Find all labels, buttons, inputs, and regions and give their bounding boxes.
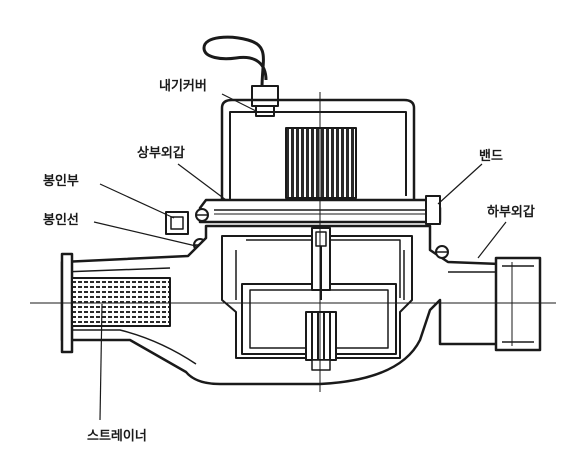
cable-connector <box>251 85 279 107</box>
leader-band <box>437 163 483 205</box>
signal-cable <box>202 35 268 89</box>
leader-lower-case <box>477 221 507 259</box>
band-ring <box>425 195 441 225</box>
label-inner-cover: 내기커버 <box>158 79 208 94</box>
leader-strainer <box>99 303 103 421</box>
leader-seal-wire <box>93 221 197 247</box>
label-strainer: 스트레이너 <box>86 429 148 444</box>
label-upper-case: 상부외갑 <box>136 146 186 161</box>
label-band: 밴드 <box>478 149 504 164</box>
impeller <box>305 311 337 361</box>
leader-seal-cap <box>99 183 175 219</box>
leader-upper-case <box>177 163 227 201</box>
strainer-body <box>71 277 171 327</box>
outlet-union-nut <box>494 256 542 352</box>
inner-cover-inner-wall <box>229 111 407 200</box>
inner-cover <box>220 98 416 204</box>
label-seal-cap: 봉인부 <box>42 174 80 189</box>
leader-inner-cover <box>221 93 259 113</box>
label-lower-case: 하부외갑 <box>486 205 536 220</box>
label-seal-wire: 봉인선 <box>42 213 80 228</box>
register <box>285 127 357 199</box>
